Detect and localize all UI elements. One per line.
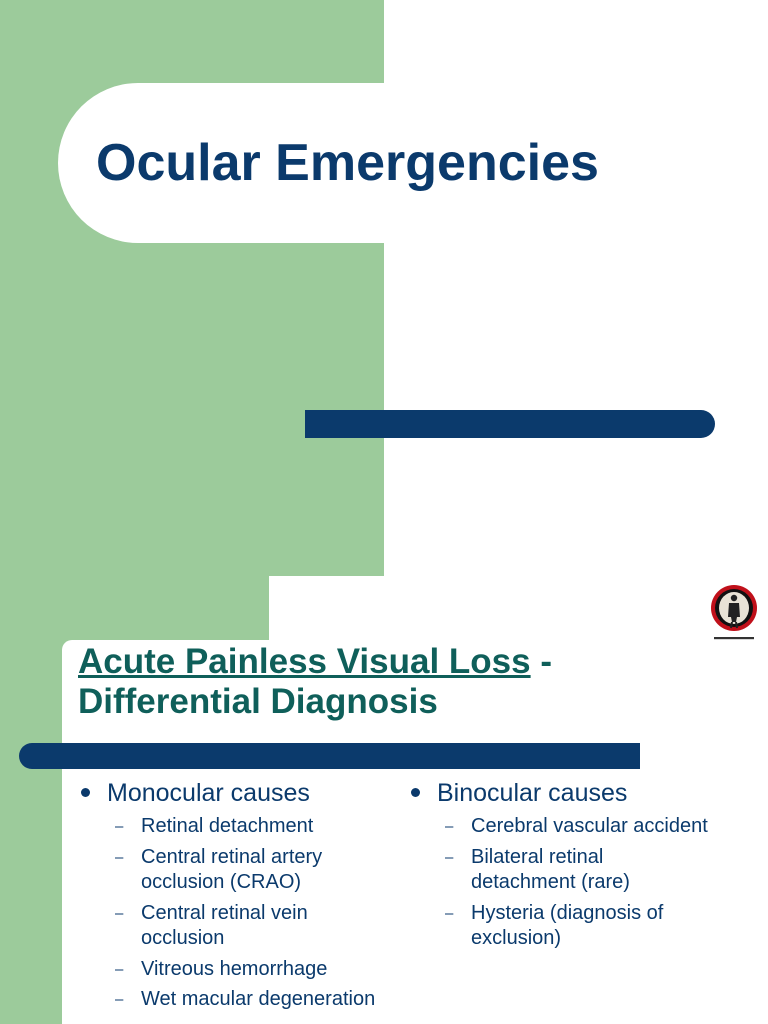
list-item: –Cerebral vascular accident (408, 814, 708, 840)
binocular-causes-column: Binocular causes –Cerebral vascular acci… (408, 778, 708, 957)
title-link[interactable]: Acute Painless Visual Loss (78, 642, 531, 681)
dash-icon: – (115, 991, 124, 1008)
list-item-text: Retinal detachment (141, 815, 314, 837)
navy-divider-bar (19, 743, 640, 769)
dash-icon: – (115, 818, 124, 835)
dash-icon: – (445, 818, 454, 835)
list-item: –Retinal detachment (78, 814, 378, 840)
slide-title: Acute Painless Visual Loss - Differentia… (78, 642, 552, 722)
bullet-dot-icon (81, 788, 90, 797)
slide-ocular-emergencies: Ocular Emergencies (0, 0, 715, 576)
title-separator: - (530, 642, 552, 681)
list-item-text: Central retinal vein occlusion (141, 901, 308, 950)
bullet-dot-icon (411, 788, 420, 797)
bullet-heading: Binocular causes (408, 778, 708, 808)
slide-title: Ocular Emergencies (96, 134, 599, 192)
dash-icon: – (115, 848, 124, 866)
dash-icon: – (115, 904, 124, 922)
list-item: –Central retinal vein occlusion (78, 901, 378, 952)
list-item-text: Bilateral retinal detachment (rare) (471, 845, 630, 894)
dash-icon: – (445, 848, 454, 866)
title-pill-shape (58, 83, 384, 243)
list-item-text: Central retinal artery occlusion (CRAO) (141, 845, 323, 894)
bullet-heading-text: Monocular causes (107, 779, 310, 807)
list-item-text: Vitreous hemorrhage (141, 957, 328, 980)
medallion-logo-icon (711, 585, 757, 640)
bullet-heading: Monocular causes (78, 778, 378, 808)
monocular-causes-column: Monocular causes –Retinal detachment –Ce… (78, 778, 378, 1018)
list-item: –Wet macular degeneration (78, 987, 378, 1013)
list-item: –Central retinal artery occlusion (CRAO) (78, 845, 378, 896)
list-item: –Vitreous hemorrhage (78, 957, 378, 983)
content-panel (62, 640, 768, 1024)
list-item: –Bilateral retinal detachment (rare) (408, 845, 708, 896)
title-subtitle-line: Differential Diagnosis (78, 682, 438, 721)
slide-acute-painless-visual-loss: Acute Painless Visual Loss - Differentia… (0, 576, 768, 1024)
dash-icon: – (115, 960, 124, 978)
dash-icon: – (445, 904, 454, 922)
list-item: –Hysteria (diagnosis of exclusion) (408, 901, 708, 952)
list-item-text: Wet macular degeneration (141, 988, 376, 1010)
list-item-text: Cerebral vascular accident (471, 815, 708, 837)
bullet-heading-text: Binocular causes (437, 779, 628, 807)
list-item-text: Hysteria (diagnosis of exclusion) (471, 901, 664, 950)
navy-accent-bar (305, 410, 715, 438)
